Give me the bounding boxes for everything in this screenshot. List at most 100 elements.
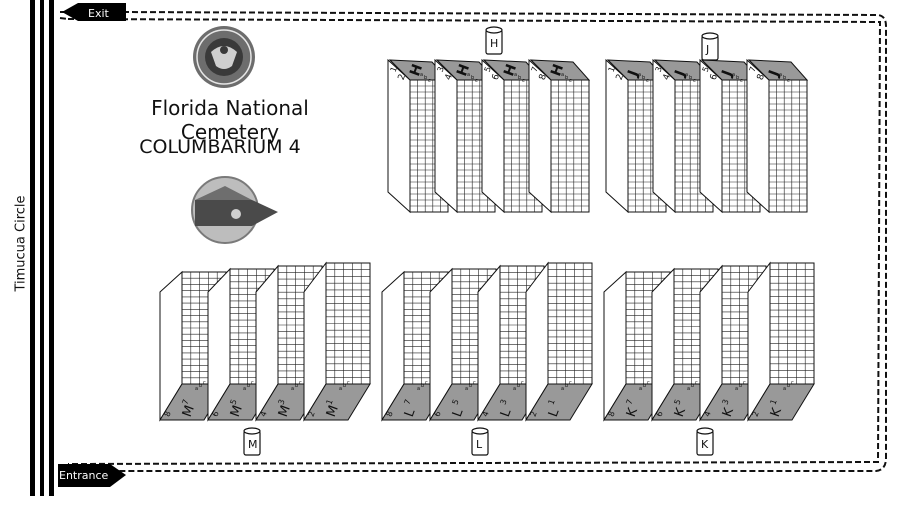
unit-face-letter: b	[424, 75, 427, 81]
unit-section-letter: M	[276, 404, 294, 420]
unit-number-label: 2	[397, 73, 408, 82]
trash-can-letter: L	[476, 438, 483, 451]
cemetery-title: Florida National Cemetery	[151, 96, 309, 144]
unit-number-label: 1	[607, 65, 617, 73]
unit-number-label: 5	[672, 398, 682, 406]
unit-face-letter: b	[642, 75, 645, 81]
unit-face-letter: a	[685, 72, 688, 78]
unit-base	[747, 383, 815, 421]
unit-niche-grid	[325, 262, 371, 385]
unit-section-letter: M	[180, 404, 198, 420]
unit-number-label: 1	[546, 398, 556, 406]
unit-number-label: 5	[483, 65, 493, 73]
unit-face-letter: a	[243, 386, 246, 392]
unit-number-label: 5	[701, 65, 711, 73]
road-label: Timucua Circle	[13, 195, 29, 292]
unit-face-letter: c	[695, 380, 698, 386]
unit-section-letter: H	[454, 62, 473, 78]
unit-section-letter: J	[672, 68, 689, 79]
unit-face-letter: b	[783, 75, 786, 81]
unit-face-letter: a	[291, 386, 294, 392]
unit-section-letter: H	[501, 62, 520, 78]
unit-face-letter: a	[465, 386, 468, 392]
unit-face-letter: b	[421, 383, 424, 389]
unit-number-label: 4	[258, 410, 268, 418]
unit-face-letter: b	[469, 383, 472, 389]
trash-can-letter: K	[701, 438, 709, 451]
unit-face-letter: a	[514, 72, 517, 78]
unit-face-letter: c	[425, 380, 428, 386]
unit-number-label: 8	[384, 410, 394, 418]
unit-section-letter: H	[548, 62, 567, 78]
unit-number-label: 6	[491, 73, 502, 82]
unit-section-letter: J	[719, 68, 736, 79]
unit-number-label: 6	[709, 73, 720, 82]
unit-section-letter: M	[324, 404, 342, 420]
unit-number-label: 3	[498, 398, 508, 406]
unit-number-label: 7	[624, 398, 634, 406]
unit-number-label: 2	[615, 73, 626, 82]
trash-can-j: J	[701, 32, 719, 61]
unit-side-panel	[652, 58, 676, 214]
unit-number-label: 6	[432, 410, 442, 418]
unit-face-letter: c	[428, 78, 431, 84]
trash-can-l: L	[471, 427, 489, 456]
unit-face-letter: a	[561, 72, 564, 78]
unit-face-letter: a	[467, 72, 470, 78]
unit-number-label: 5	[450, 398, 460, 406]
unit-number-label: 6	[654, 410, 664, 418]
unit-face-letter: c	[569, 78, 572, 84]
unit-number-label: 8	[162, 410, 172, 418]
unit-face-letter: b	[691, 383, 694, 389]
unit-number-label: 3	[436, 65, 446, 73]
unit-side-panel	[528, 58, 552, 214]
unit-number-label: 8	[756, 73, 767, 82]
unit-number-label: 7	[530, 65, 540, 73]
unit-face-letter: b	[247, 383, 250, 389]
trash-can-letter: J	[705, 43, 709, 56]
memorial-flag-logo	[191, 176, 278, 244]
unit-face-letter: c	[791, 380, 794, 386]
unit-face-letter: b	[295, 383, 298, 389]
unit-number-label: 3	[276, 398, 286, 406]
unit-face-letter: a	[561, 386, 564, 392]
unit-face-letter: c	[299, 380, 302, 386]
unit-side-panel	[434, 58, 458, 214]
unit-number-label: 7	[180, 398, 190, 406]
unit-number-label: 7	[748, 65, 758, 73]
unit-number-label: 1	[324, 398, 334, 406]
unit-face-letter: a	[639, 386, 642, 392]
unit-number-label: 4	[662, 73, 673, 82]
unit-face-letter: a	[779, 72, 782, 78]
unit-face-letter: b	[199, 383, 202, 389]
unit-face-letter: b	[517, 383, 520, 389]
unit-side-panel	[746, 58, 770, 214]
unit-face-letter: b	[565, 383, 568, 389]
unit-face-letter: c	[522, 78, 525, 84]
unit-face-letter: c	[743, 380, 746, 386]
unit-side-panel	[387, 58, 411, 214]
unit-number-label: 8	[538, 73, 549, 82]
unit-niche-grid	[768, 79, 808, 213]
unit-face-letter: a	[417, 386, 420, 392]
unit-face-letter: a	[420, 72, 423, 78]
unit-section-letter: J	[766, 68, 783, 79]
unit-number-label: 2	[306, 410, 316, 418]
entrance-label: Entrance	[59, 469, 109, 482]
unit-face-letter: a	[735, 386, 738, 392]
unit-face-letter: c	[473, 380, 476, 386]
unit-face-letter: c	[521, 380, 524, 386]
unit-face-letter: b	[643, 383, 646, 389]
unit-face-letter: a	[732, 72, 735, 78]
trash-can-markers: H J M L K	[243, 26, 719, 456]
unit-section-letter: H	[407, 62, 426, 78]
